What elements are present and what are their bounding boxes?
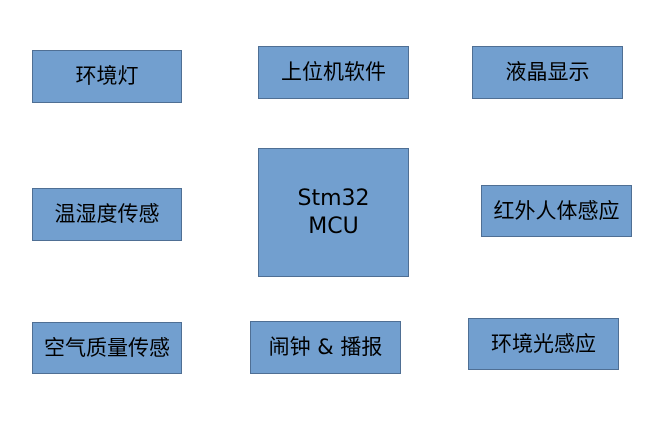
- block-label: 空气质量传感: [44, 335, 170, 360]
- block-label: 环境光感应: [491, 331, 596, 356]
- mcu-label-line1: Stm32: [297, 186, 370, 211]
- block-lcd-display: 液晶显示: [472, 46, 623, 99]
- block-label: 闹钟 & 播报: [268, 335, 383, 360]
- block-ambient-light-sensor: 环境光感应: [468, 318, 619, 370]
- block-label: 液晶显示: [505, 60, 590, 85]
- block-alarm-broadcast: 闹钟 & 播报: [250, 321, 401, 374]
- mcu-label-line2: MCU: [308, 213, 359, 239]
- block-air-quality-sensor: 空气质量传感: [32, 322, 182, 374]
- block-ambient-lamp: 环境灯: [32, 50, 182, 103]
- block-host-pc-software: 上位机软件: [258, 46, 409, 99]
- block-ir-human-sensor: 红外人体感应: [481, 185, 632, 237]
- block-temp-humidity-sensor: 温湿度传感: [32, 188, 182, 241]
- block-label: 红外人体感应: [493, 198, 620, 223]
- block-mcu: Stm32 MCU: [258, 148, 409, 277]
- block-label: 环境灯: [75, 64, 139, 89]
- block-label: 温湿度传感: [54, 202, 160, 227]
- block-label: 上位机软件: [281, 60, 386, 85]
